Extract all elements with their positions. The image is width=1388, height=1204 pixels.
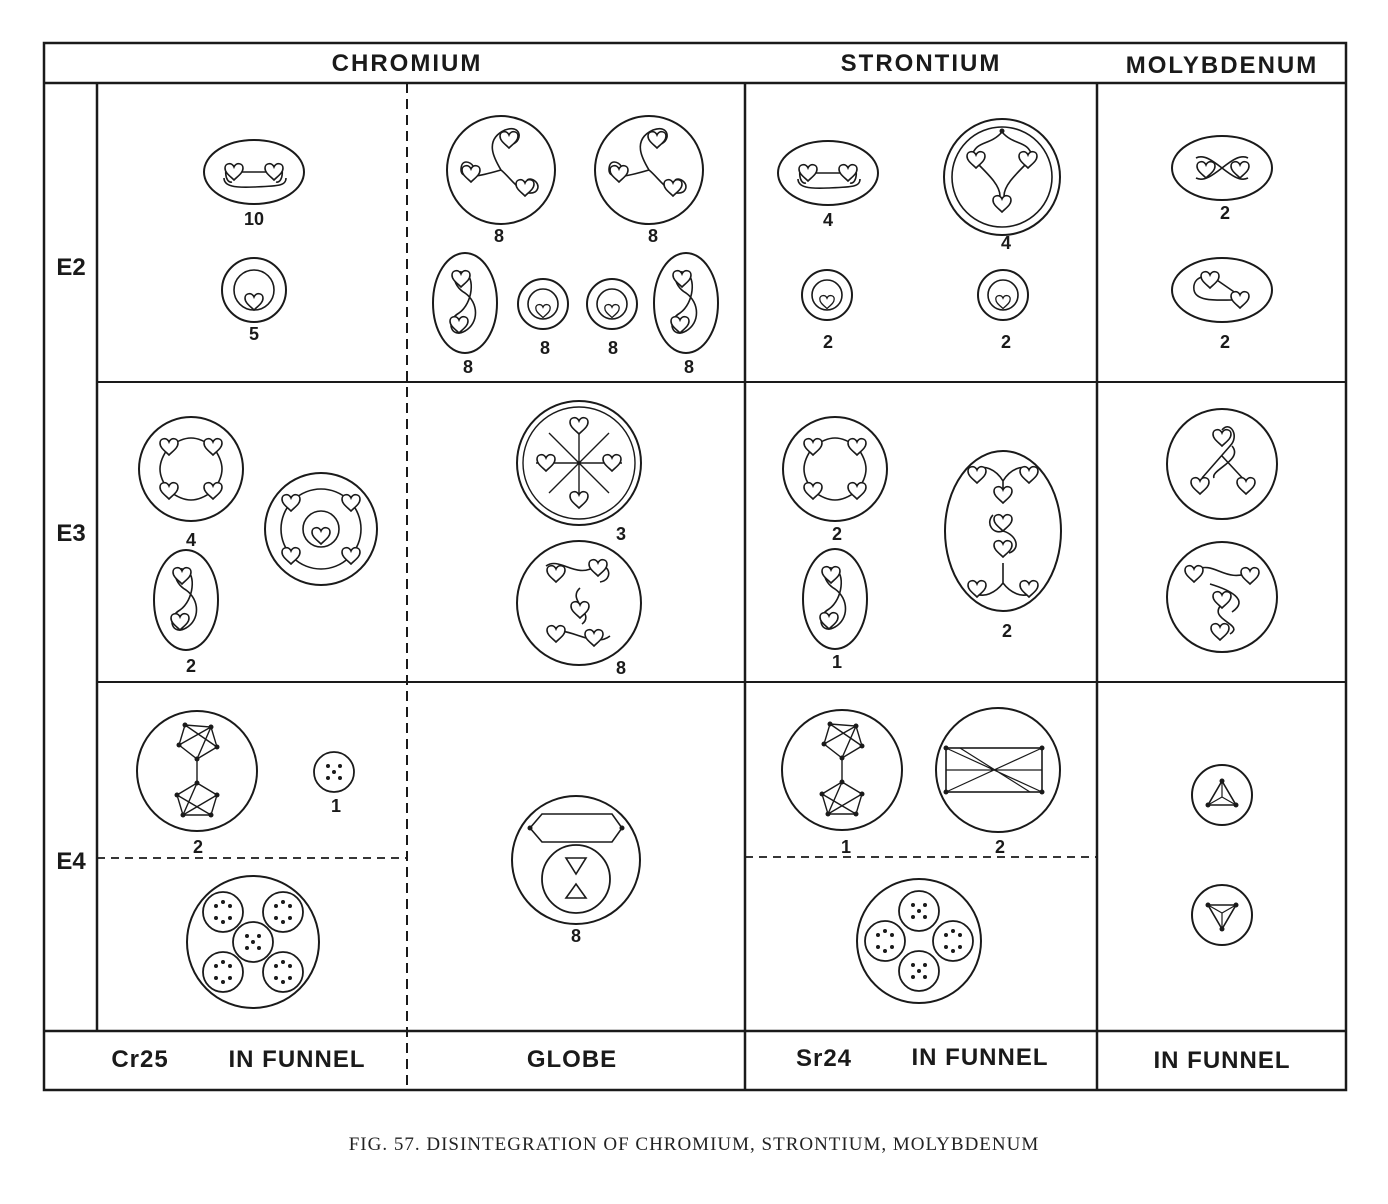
count-label: 8: [571, 926, 581, 946]
count-label: 8: [463, 357, 473, 377]
count-label: 5: [249, 324, 259, 344]
header-chromium: CHROMIUM: [332, 50, 483, 77]
table-frame: [42, 41, 1348, 1092]
header-molybdenum: MOLYBDENUM: [1126, 52, 1318, 79]
count-label: 3: [616, 524, 626, 544]
globe-e4-figures: [511, 795, 641, 925]
footer-cr25: Cr25: [111, 1046, 168, 1073]
count-label: 8: [494, 226, 504, 246]
count-label: 2: [1220, 203, 1230, 223]
row-label-e3: E3: [56, 520, 85, 547]
globe-e3-figures: [516, 400, 642, 666]
count-label: 1: [331, 796, 341, 816]
footer-sr24: Sr24: [796, 1045, 852, 1072]
mo-e2-figures: [1171, 135, 1273, 323]
cr-e3-figures: [139, 417, 378, 650]
figure-caption: FIG. 57. DISINTEGRATION OF CHROMIUM, STR…: [348, 1134, 1040, 1155]
cr-e2-figures: [203, 139, 305, 322]
count-label: 1: [841, 837, 851, 857]
row-label-e2: E2: [56, 254, 85, 281]
count-label: 2: [823, 332, 833, 352]
count-label: 4: [186, 530, 196, 550]
mo-e4-figures: [1191, 764, 1253, 946]
count-label: 1: [832, 652, 842, 672]
sr-e4-figures: [781, 707, 1061, 1003]
count-label: 4: [823, 210, 833, 230]
footer-globe: GLOBE: [527, 1046, 617, 1073]
count-label: 4: [1001, 233, 1011, 253]
count-label: 8: [540, 338, 550, 358]
count-label: 10: [244, 209, 264, 229]
count-label: 8: [648, 226, 658, 246]
count-label: 2: [193, 837, 203, 857]
count-label: 2: [1002, 621, 1012, 641]
count-label: 8: [608, 338, 618, 358]
count-label: 2: [1001, 332, 1011, 352]
cr-e4-figures: [136, 710, 355, 1008]
sr-e2-figures: [777, 118, 1061, 320]
header-strontium: STRONTIUM: [841, 50, 1002, 77]
sr-e3-figures: [783, 417, 1061, 649]
footer-in-funnel-strontium: IN FUNNEL: [912, 1044, 1049, 1071]
count-label: 8: [616, 658, 626, 678]
count-label: 2: [995, 837, 1005, 857]
count-label: 2: [1220, 332, 1230, 352]
count-label: 2: [186, 656, 196, 676]
footer-in-funnel-molybdenum: IN FUNNEL: [1154, 1047, 1291, 1074]
globe-e2-figures: [433, 116, 718, 353]
footer-in-funnel-chromium: IN FUNNEL: [229, 1046, 366, 1073]
row-label-e4: E4: [56, 848, 86, 875]
count-label: 8: [684, 357, 694, 377]
mo-e3-figures: [1166, 408, 1278, 653]
count-label: 2: [832, 524, 842, 544]
